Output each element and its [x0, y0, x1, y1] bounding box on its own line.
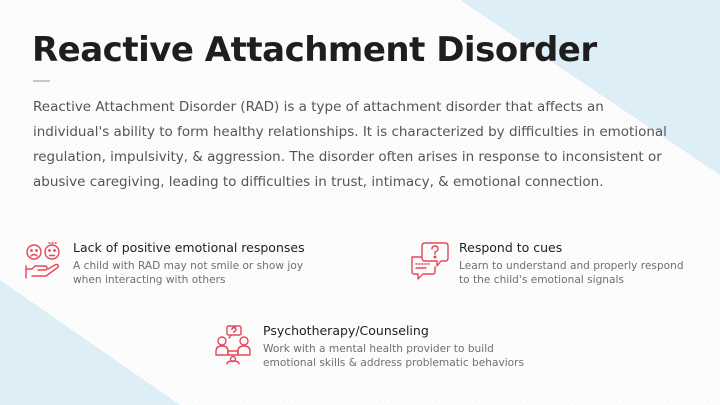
- intro-paragraph: Reactive Attachment Disorder (RAD) is a …: [33, 99, 667, 190]
- item-description: Learn to understand and properly respond…: [459, 260, 684, 286]
- item-description: A child with RAD may not smile or show j…: [73, 260, 304, 286]
- item-heading: Psychotherapy/Counseling: [263, 323, 429, 338]
- item-heading: Lack of positive emotional responses: [73, 240, 305, 255]
- counseling-people-icon: [213, 323, 255, 365]
- title-underline: [33, 80, 50, 82]
- item-heading: Respond to cues: [459, 240, 563, 255]
- item-description: Work with a mental health provider to bu…: [263, 343, 525, 369]
- corner-decoration-top-right: [460, 0, 720, 175]
- emotions-faces-hand-icon: [23, 240, 65, 282]
- corner-decoration-bottom-left: [0, 280, 180, 405]
- question-speech-bubbles-icon: [409, 240, 451, 282]
- slide-title: Reactive Attachment Disorder: [32, 30, 597, 70]
